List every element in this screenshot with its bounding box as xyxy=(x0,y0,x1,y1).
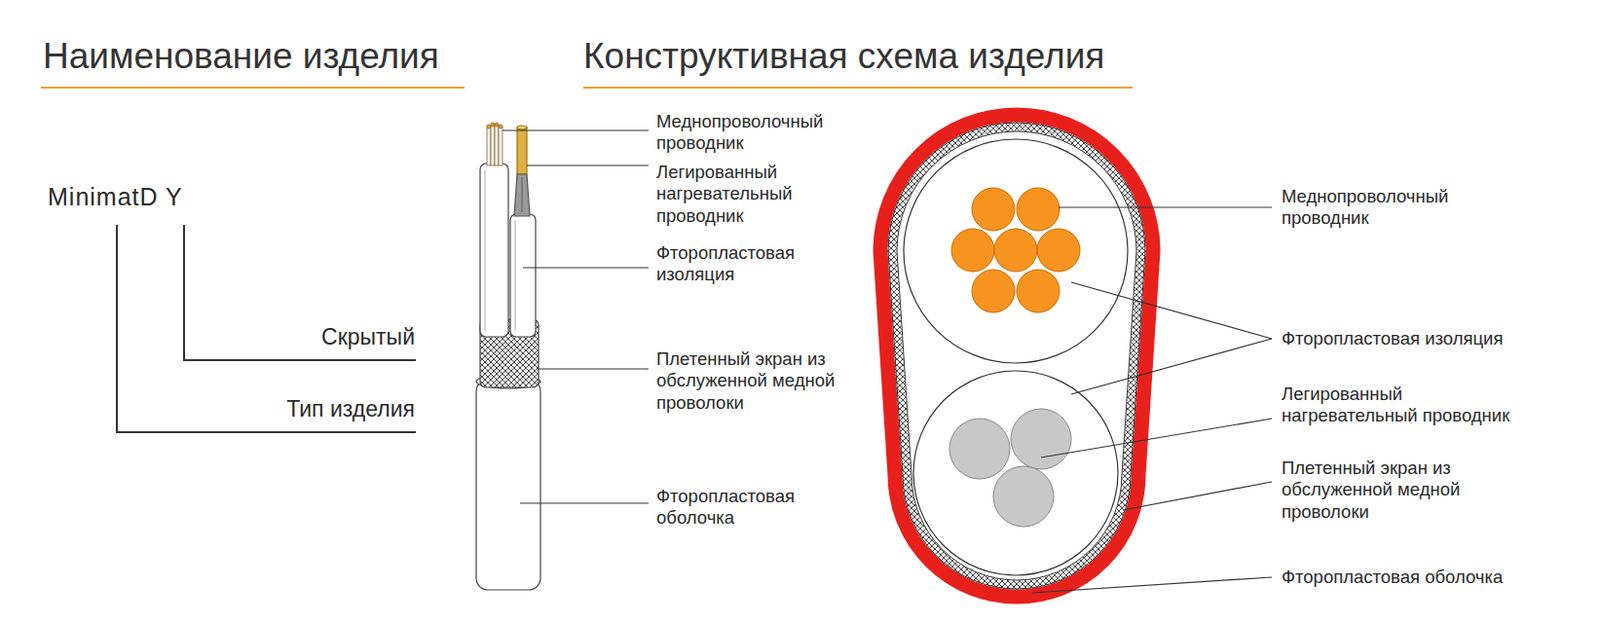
name-bracket xyxy=(116,224,416,433)
part-label: Плетенный экран из обслуженной медной пр… xyxy=(656,348,876,416)
part-label: Меднопроволочный проводник xyxy=(656,111,871,156)
leader-line xyxy=(1032,207,1272,594)
heading-underline xyxy=(40,86,465,89)
part-label: Легированный нагревательный проводник xyxy=(656,161,842,229)
product-code: MinimatD Y xyxy=(47,182,184,213)
part-label: Фторопластовая изоляция xyxy=(1281,328,1594,351)
code-part-label: Тип изделия xyxy=(286,395,415,424)
section-heading: Конструктивная схема изделия xyxy=(583,34,1105,79)
cross-section xyxy=(880,114,1154,597)
part-label: Фторопластовая оболочка xyxy=(656,485,842,531)
cable-illustration xyxy=(476,122,541,591)
part-label: Фторопластовая оболочка xyxy=(1281,566,1594,590)
part-label: Фторопластовая изоляция xyxy=(656,242,852,288)
part-label: Плетенный экран из обслуженной медной пр… xyxy=(1281,457,1501,525)
code-part-label: Скрытый xyxy=(321,323,415,352)
part-label: Меднопроволочный проводник xyxy=(1281,186,1496,231)
leader-line xyxy=(502,130,649,504)
part-label: Легированный нагревательный проводник xyxy=(1281,383,1533,429)
heading-underline xyxy=(583,86,1133,89)
section-heading: Наименование изделия xyxy=(42,34,440,79)
